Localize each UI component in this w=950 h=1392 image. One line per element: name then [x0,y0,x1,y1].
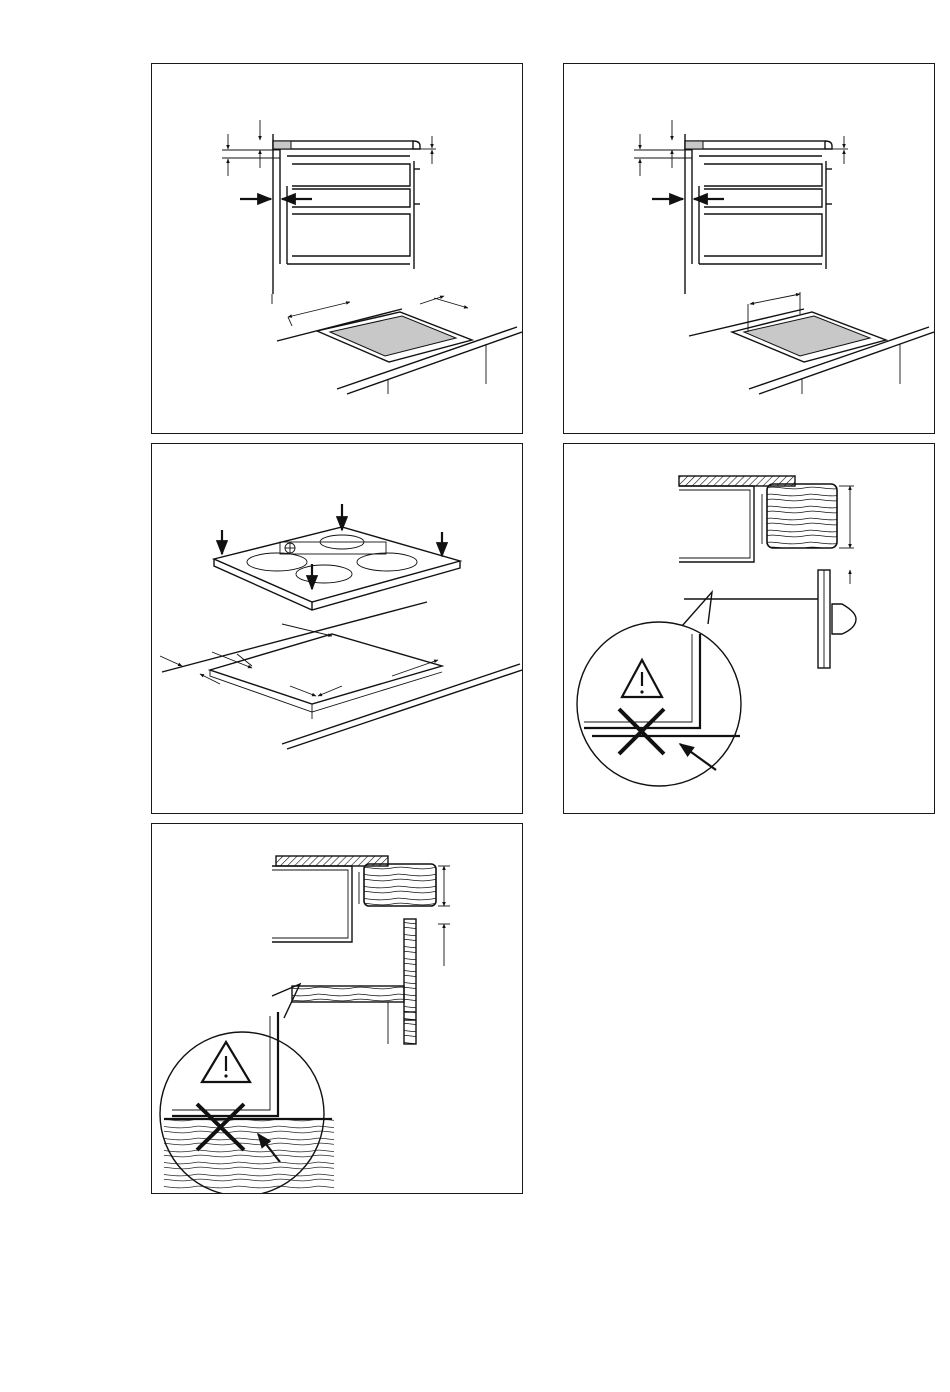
figure-built-in-side-view-2 [563,63,935,434]
figure-drawer-clearance-warning [563,443,935,814]
figure-built-in-side-view-1 [151,63,523,434]
drawer-clearance-diagram [564,444,934,813]
hob-insertion-diagram [152,444,522,813]
shelf-clearance-diagram [152,824,522,1193]
installation-diagram-1 [152,64,522,433]
figure-hob-insertion [151,443,523,814]
figure-shelf-clearance-warning [151,823,523,1194]
installation-diagram-2 [564,64,934,433]
